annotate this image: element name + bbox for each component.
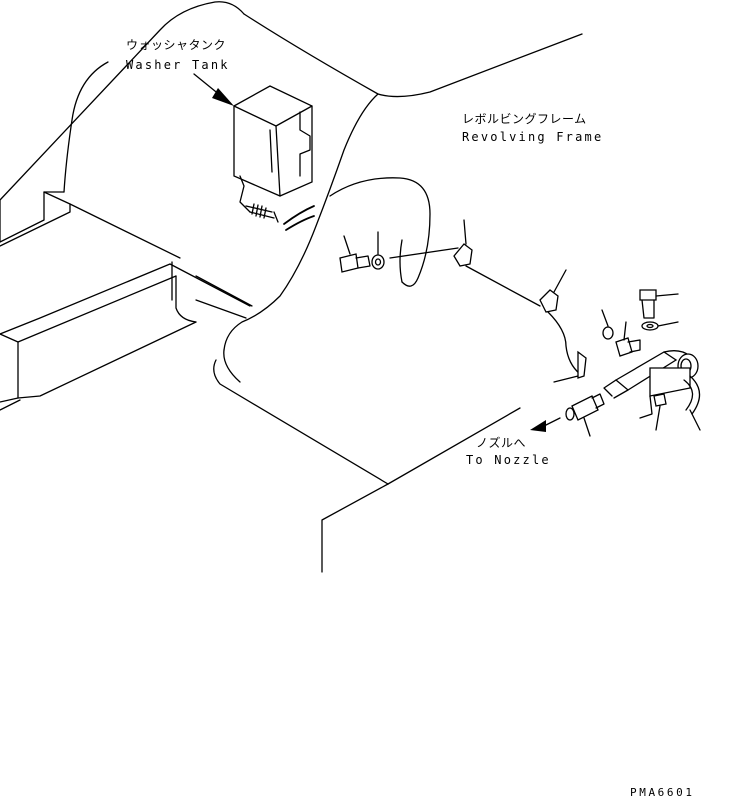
- washer-hose: [283, 177, 581, 375]
- bolt-3: [639, 289, 679, 331]
- washer-tank: [233, 85, 313, 223]
- revolving-frame-label-en: Revolving Frame: [462, 130, 604, 144]
- washer-tank-leader: [193, 73, 234, 106]
- revolving-frame-label-jp: レボルビングフレーム: [462, 112, 587, 126]
- drawing-code: PMA6601: [630, 786, 695, 799]
- washer-tank-label-jp: ウォッシャタンク: [126, 38, 227, 52]
- lower-frame: [0, 191, 253, 411]
- to-nozzle-label-en: To Nozzle: [466, 453, 551, 467]
- clip-2: [539, 269, 567, 313]
- bolt-2: [601, 309, 641, 357]
- washer-tank-label-en: Washer Tank: [126, 58, 230, 72]
- bolt-1: [339, 231, 459, 273]
- nozzle-fitting: [530, 393, 605, 437]
- to-nozzle-label-jp: ノズルへ: [476, 436, 527, 450]
- clip-1: [453, 219, 473, 267]
- bracket-assembly: [553, 350, 701, 431]
- machine-body: [0, 1, 583, 573]
